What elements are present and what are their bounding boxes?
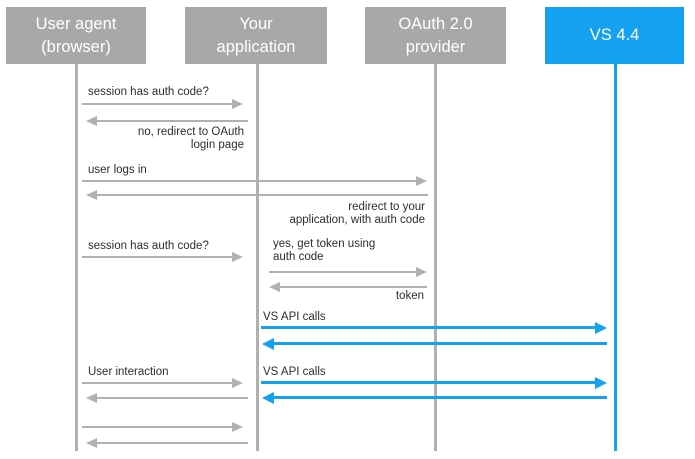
message-label: user logs in (88, 164, 147, 176)
arrow-line (82, 103, 232, 105)
arrow-head-right-icon (416, 267, 427, 277)
arrow-head-right-icon (232, 422, 243, 432)
arrow-head-right-icon (232, 99, 243, 109)
lifeline-oauth-provider (434, 64, 437, 451)
arrow-head-left-icon (262, 392, 274, 404)
arrow-line (97, 397, 248, 399)
arrow-head-left-icon (86, 116, 97, 126)
participant-user-agent: User agent (browser) (6, 7, 146, 64)
arrow-head-left-icon (86, 393, 97, 403)
participant-vs-44: VS 4.4 (545, 7, 684, 64)
arrow-head-right-icon (595, 322, 607, 334)
arrow-line (261, 381, 595, 384)
message-label: VS API calls (263, 311, 326, 323)
arrow-line (82, 426, 232, 428)
arrow-head-left-icon (262, 338, 274, 350)
lifeline-user-agent (75, 64, 78, 451)
message-label: session has auth code? (88, 240, 209, 252)
lifeline-vs-44 (614, 64, 617, 451)
message-label: VS API calls (263, 366, 326, 378)
arrow-line (261, 326, 595, 329)
arrow-head-right-icon (595, 377, 607, 389)
arrow-head-left-icon (86, 190, 97, 200)
lifeline-your-application (256, 64, 259, 451)
arrow-head-left-icon (86, 438, 97, 448)
arrow-line (97, 442, 248, 444)
arrow-head-right-icon (232, 378, 243, 388)
message-label: redirect to your application, with auth … (289, 201, 425, 226)
arrow-head-right-icon (416, 176, 427, 186)
arrow-line (274, 342, 607, 345)
arrow-line (274, 396, 607, 399)
arrow-line (82, 382, 232, 384)
message-label: User interaction (88, 366, 169, 378)
message-label: no, redirect to OAuth login page (137, 126, 244, 151)
message-label: yes, get token using auth code (273, 238, 376, 263)
arrow-head-left-icon (269, 282, 280, 292)
arrow-line (97, 120, 248, 122)
arrow-line (82, 180, 416, 182)
arrow-line (269, 271, 416, 273)
arrow-line (97, 194, 428, 196)
participant-oauth-provider: OAuth 2.0 provider (365, 7, 506, 64)
arrow-line (82, 256, 232, 258)
message-label: token (395, 290, 424, 302)
arrow-head-right-icon (232, 252, 243, 262)
message-label: session has auth code? (88, 86, 209, 98)
arrow-line (280, 286, 427, 288)
participant-your-application: Your application (185, 7, 327, 64)
